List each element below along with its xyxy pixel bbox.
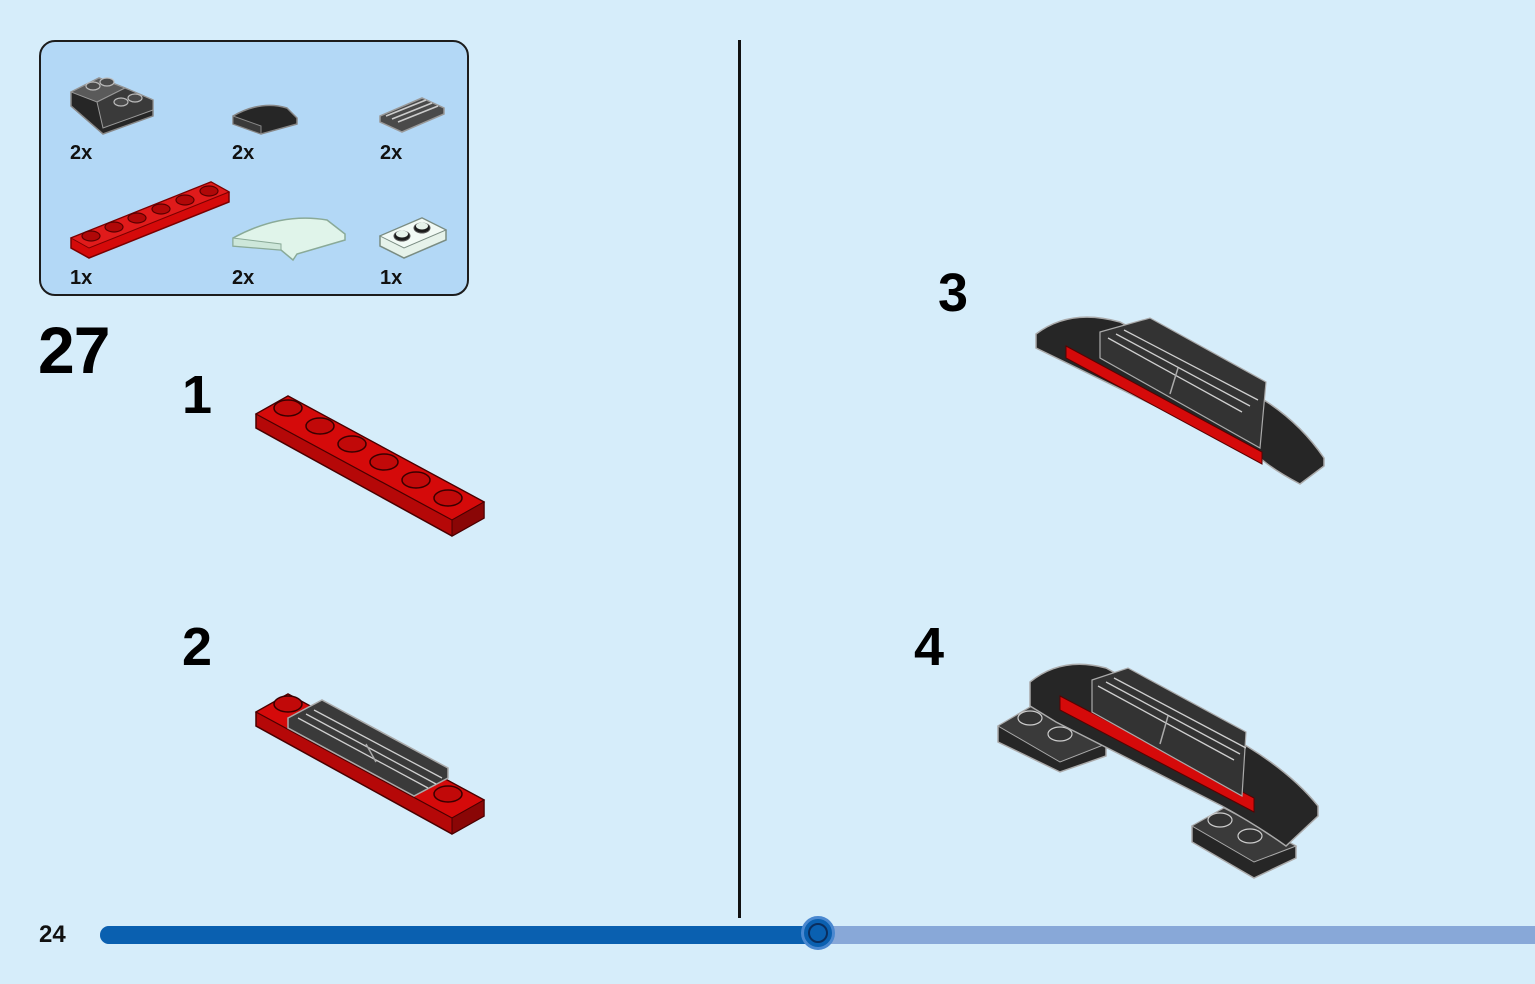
- substep-1-red-plate-illustration: [254, 395, 486, 537]
- part-qty: 1x: [380, 267, 403, 289]
- substep-label-3: 3: [938, 263, 969, 323]
- clear-curved-slope-icon: [232, 217, 346, 262]
- page-divider: [738, 40, 741, 918]
- substep-3-red-black-bar-illustration: [1035, 316, 1325, 485]
- substep-label-4: 4: [914, 617, 945, 677]
- grille-tile-icon: [379, 97, 445, 133]
- substep-label-1: 1: [182, 365, 213, 425]
- substep-label-2: 2: [182, 617, 213, 677]
- part-qty: 2x: [380, 142, 403, 164]
- page-number: 24: [39, 921, 66, 948]
- red-plate-icon: [69, 181, 231, 259]
- step-number: 27: [38, 313, 110, 387]
- black-inverted-slope-icon: [69, 77, 154, 135]
- white-plate-icon: [378, 217, 448, 259]
- part-qty: 2x: [70, 142, 93, 164]
- parts-callout: 2x 2x 2x 1x: [39, 40, 469, 296]
- substep-4-arched-bar-illustration: [997, 663, 1319, 879]
- part-qty: 1x: [70, 267, 93, 289]
- part-qty: 2x: [232, 142, 255, 164]
- progress-bar: [100, 916, 1535, 950]
- progress-knob-icon: [800, 916, 835, 950]
- black-curved-slope-icon: [232, 104, 298, 135]
- progress-fill: [100, 926, 818, 944]
- substep-2-plate-with-tiles-illustration: [254, 693, 486, 835]
- part-qty: 2x: [232, 267, 255, 289]
